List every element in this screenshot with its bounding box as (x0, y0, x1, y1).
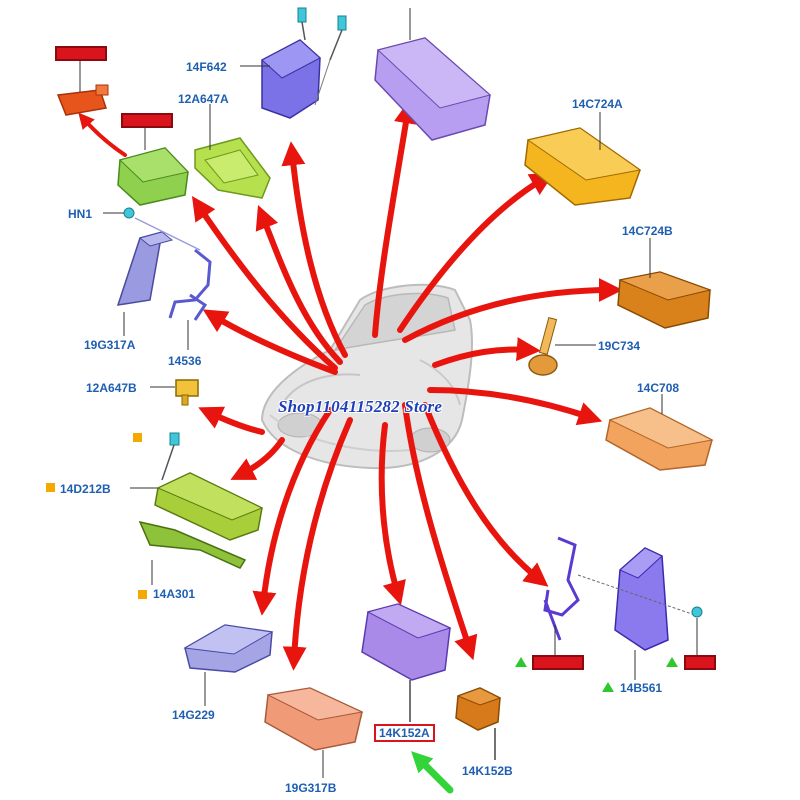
14G229-part (183, 624, 274, 673)
leader-lines (79, 8, 698, 778)
arrow-to-14C724A (397, 172, 555, 333)
label-14C724A: 14C724A (572, 97, 623, 111)
red-arrows (78, 99, 623, 671)
label-14G229: 14G229 (172, 708, 215, 722)
label-14C708: 14C708 (637, 381, 680, 395)
12A647B-part (175, 379, 199, 406)
red-tag-bracket (532, 655, 584, 670)
label-14A301: 14A301 (153, 587, 196, 601)
14C724B-part (617, 271, 712, 329)
19C734-part (528, 316, 558, 376)
arrow-to-green-module (191, 196, 338, 371)
arrow-to-14F642 (281, 141, 348, 358)
label-14K152A: 14K152A (374, 724, 435, 742)
19G317B-part (264, 687, 364, 751)
triangle-marker-icon (666, 657, 678, 667)
label-14D212B: 14D212B (60, 482, 111, 496)
14C724A-part (524, 127, 642, 206)
arrow-to-red-sensor (78, 112, 127, 157)
triangle-marker-icon (602, 682, 614, 692)
label-12A647B: 12A647B (86, 381, 137, 395)
arrow-to-bracket (422, 402, 549, 587)
14C708-part (605, 407, 714, 471)
14K152B-part (455, 687, 502, 760)
red-tag-green-module (121, 113, 173, 128)
arrow-to-14K152A (378, 422, 406, 606)
label-14B561: 14B561 (620, 681, 663, 695)
12A647A-part (194, 137, 271, 199)
label-19C734: 19C734 (598, 339, 641, 353)
label-14C724B: 14C724B (622, 224, 673, 238)
triangle-marker-icon (515, 657, 527, 667)
square-marker-icon (133, 433, 142, 442)
arrow-to-14K152B (402, 402, 478, 661)
store-watermark: Shop1104115282 Store (278, 397, 443, 416)
14B561-part (577, 547, 703, 651)
label-14F642: 14F642 (186, 60, 227, 74)
square-marker-icon (46, 483, 55, 492)
14536-part (134, 217, 212, 321)
green-module-part (117, 147, 189, 206)
label-12A647A: 12A647A (178, 92, 229, 106)
14F642-part (261, 7, 347, 119)
arrow-to-14C724B (402, 278, 623, 343)
green-pointer-arrow (411, 751, 454, 794)
arrow-to-19C734 (432, 337, 541, 368)
arrow-to-19G317B (282, 417, 353, 671)
purple-module-top-part (374, 37, 492, 141)
label-19G317B: 19G317B (285, 781, 337, 795)
red-sensor-part (56, 84, 109, 116)
14K152A-part (361, 603, 452, 722)
14D212B-part (154, 432, 264, 541)
bracket-part (543, 536, 580, 641)
label-HN1: HN1 (68, 207, 93, 221)
arrow-to-12A647A (255, 204, 343, 365)
arrow-to-module-top (372, 99, 418, 338)
red-tag-sensor (55, 46, 107, 61)
arrow-to-12A647B (198, 406, 265, 435)
label-14536: 14536 (168, 354, 202, 368)
label-14K152B: 14K152B (462, 764, 513, 778)
arrow-to-14C708 (427, 387, 603, 426)
arrow-to-14D212B (230, 437, 285, 480)
arrow-to-14536 (202, 309, 338, 375)
arrow-to-14G229 (252, 407, 333, 616)
red-tag-connector (684, 655, 716, 670)
label-19G317A: 19G317A (84, 338, 136, 352)
14A301-part (138, 520, 247, 569)
19G317A-part (116, 207, 174, 306)
square-marker-icon (138, 590, 147, 599)
